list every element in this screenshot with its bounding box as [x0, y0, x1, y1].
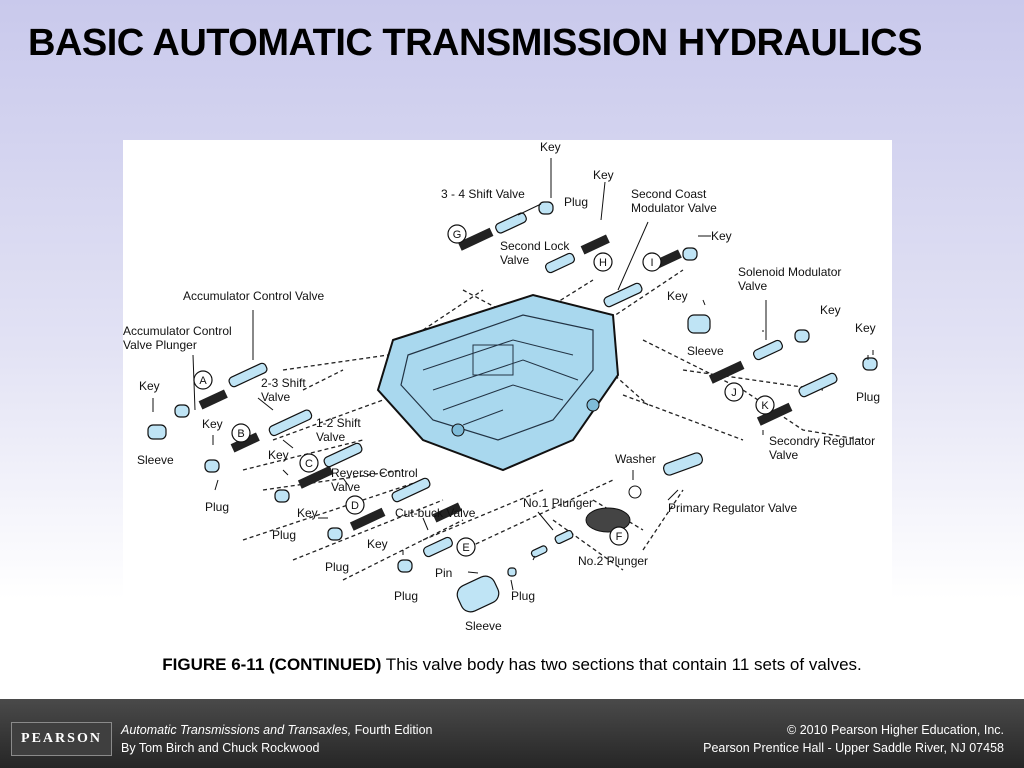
svg-text:D: D	[351, 500, 359, 512]
label-pin: Pin	[435, 566, 452, 580]
part-labels: Key 3 - 4 Shift Valve Plug Key Second Co…	[123, 140, 880, 633]
svg-text:K: K	[761, 400, 769, 412]
svg-text:C: C	[305, 458, 313, 470]
label-solenoid-valve: Valve	[738, 279, 767, 293]
label-primary-regulator-valve: Primary Regulator Valve	[668, 501, 797, 515]
svg-text:F: F	[616, 531, 623, 543]
label-12-shift-valve: Valve	[316, 430, 345, 444]
label-key-d: Key	[297, 506, 318, 520]
label-valve-plunger: Valve Plunger	[123, 338, 197, 352]
marker-e: E	[456, 537, 476, 557]
label-sleeve-bottom: Sleeve	[465, 619, 502, 633]
label-key-b: Key	[202, 417, 223, 431]
footer-publisher: Pearson Prentice Hall - Upper Saddle Riv…	[703, 741, 1004, 755]
marker-a: A	[193, 370, 213, 390]
label-secondary-regulator: Secondry Regulator	[769, 434, 875, 448]
label-no2-plunger: No.2 Plunger	[578, 554, 648, 568]
label-cut-back-valve: Cut-buck Valve	[395, 506, 476, 520]
springs	[198, 227, 793, 533]
label-key-c: Key	[268, 448, 289, 462]
footer-book-title-line: Automatic Transmissions and Transaxles, …	[121, 723, 432, 737]
label-solenoid-modulator: Solenoid Modulator	[738, 265, 841, 279]
valve-parts	[147, 201, 878, 613]
marker-d: D	[345, 495, 365, 515]
svg-text:B: B	[237, 428, 244, 440]
label-23-shift: 2-3 Shift	[261, 376, 306, 390]
label-reverse-control: Reverse Control	[331, 466, 418, 480]
label-washer: Washer	[615, 452, 656, 466]
label-sleeve-left: Sleeve	[137, 453, 174, 467]
marker-i: I	[642, 252, 662, 272]
label-plug-b: Plug	[205, 500, 229, 514]
marker-h: H	[593, 252, 613, 272]
caption-figure-number: FIGURE 6-11 (CONTINUED)	[162, 655, 382, 674]
valve-body	[376, 293, 620, 472]
valve-body-figure: A B C D E F G H I J K Key 3 - 4 Shift Va…	[123, 140, 892, 637]
label-accumulator-control-valve: Accumulator Control Valve	[183, 289, 324, 303]
label-accumulator-control: Accumulator Control	[123, 324, 232, 338]
label-reverse-control-valve: Valve	[331, 480, 360, 494]
slide-title: BASIC AUTOMATIC TRANSMISSION HYDRAULICS	[28, 22, 922, 64]
footer-bar: PEARSON Automatic Transmissions and Tran…	[0, 699, 1024, 768]
svg-text:J: J	[731, 387, 737, 399]
caption-text: This valve body has two sections that co…	[381, 655, 862, 674]
svg-text:A: A	[199, 375, 207, 387]
footer-edition: Fourth Edition	[351, 723, 433, 737]
label-second-coast: Second Coast	[631, 187, 707, 201]
svg-text:H: H	[599, 257, 607, 269]
label-key-right: Key	[820, 303, 841, 317]
label-34-shift-valve: 3 - 4 Shift Valve	[441, 187, 525, 201]
label-plug-d: Plug	[325, 560, 349, 574]
label-plug-c: Plug	[272, 528, 296, 542]
label-plug-f: Plug	[511, 589, 535, 603]
svg-text:G: G	[453, 229, 462, 241]
label-secondary-regulator-valve: Valve	[769, 448, 798, 462]
marker-c: C	[299, 453, 319, 473]
label-key-top: Key	[540, 140, 561, 154]
label-plug-top: Plug	[564, 195, 588, 209]
marker-b: B	[231, 423, 251, 443]
label-23-shift-valve: Valve	[261, 390, 290, 404]
svg-text:I: I	[650, 257, 653, 269]
marker-k: K	[755, 395, 775, 415]
marker-f: F	[609, 526, 629, 546]
label-plug-far-right: Plug	[856, 390, 880, 404]
figure-caption: FIGURE 6-11 (CONTINUED) This valve body …	[0, 655, 1024, 675]
label-no1-plunger: No.1 Plunger	[523, 496, 593, 510]
label-key-top2: Key	[593, 168, 614, 182]
footer-authors: By Tom Birch and Chuck Rockwood	[121, 741, 320, 755]
label-key-sleeve: Key	[667, 289, 688, 303]
marker-g: G	[447, 224, 467, 244]
pearson-logo: PEARSON	[11, 722, 112, 756]
svg-text:E: E	[462, 542, 469, 554]
label-key-e: Key	[367, 537, 388, 551]
label-12-shift: 1-2 Shift	[316, 416, 361, 430]
label-second-lock-valve: Valve	[500, 253, 529, 267]
label-modulator-valve: Modulator Valve	[631, 201, 717, 215]
footer-copyright: © 2010 Pearson Higher Education, Inc.	[787, 723, 1004, 737]
label-sleeve-right: Sleeve	[687, 344, 724, 358]
label-key-i: Key	[711, 229, 732, 243]
label-plug-e: Plug	[394, 589, 418, 603]
label-key-far-right: Key	[855, 321, 876, 335]
label-key-left: Key	[139, 379, 160, 393]
marker-j: J	[724, 382, 744, 402]
footer-book-title: Automatic Transmissions and Transaxles,	[121, 723, 352, 737]
label-second-lock: Second Lock	[500, 239, 570, 253]
valve-body-diagram: A B C D E F G H I J K Key 3 - 4 Shift Va…	[123, 140, 880, 633]
